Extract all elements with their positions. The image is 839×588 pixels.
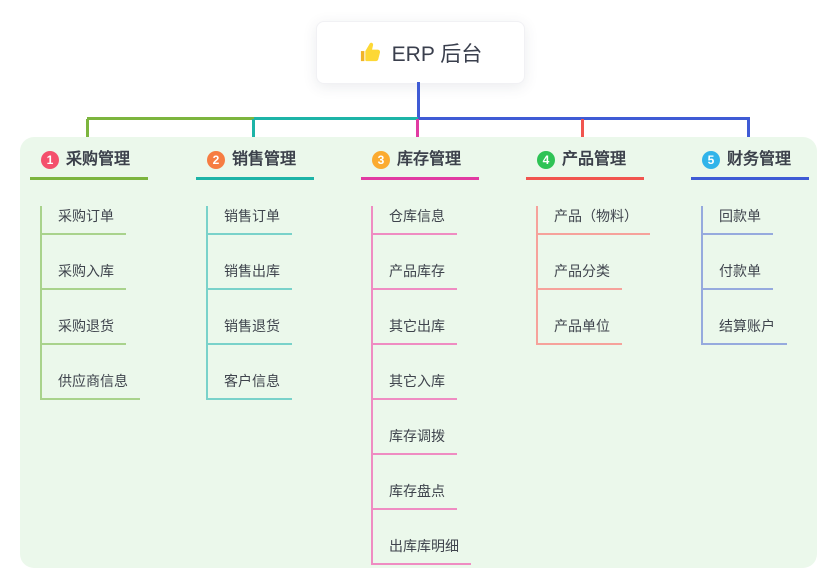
child-label: 客户信息 <box>208 371 292 400</box>
branch-column-product: 4 产品管理 产品（物料） 产品分类 产品单位 <box>526 148 650 345</box>
connector-horizontal-2 <box>254 117 418 120</box>
branch-children: 回款单 付款单 结算账户 <box>701 206 809 345</box>
child-node[interactable]: 库存盘点 <box>373 481 479 510</box>
connector-root-stem <box>417 82 420 117</box>
branch-badge-4: 4 <box>537 151 555 169</box>
branch-children: 仓库信息 产品库存 其它出库 其它入库 库存调拨 库存盘点 出库库明细 <box>371 206 479 565</box>
connector-horizontal-1 <box>87 117 254 120</box>
child-node[interactable]: 采购订单 <box>42 206 148 235</box>
branch-node-product[interactable]: 4 产品管理 <box>526 148 644 180</box>
child-label: 其它入库 <box>373 371 457 400</box>
branch-badge-3: 3 <box>372 151 390 169</box>
child-node[interactable]: 其它入库 <box>373 371 479 400</box>
branch-children: 产品（物料） 产品分类 产品单位 <box>536 206 650 345</box>
branch-label: 库存管理 <box>397 151 462 168</box>
child-node[interactable]: 产品库存 <box>373 261 479 290</box>
child-label: 销售出库 <box>208 261 292 290</box>
branch-node-finance[interactable]: 5 财务管理 <box>691 148 809 180</box>
branch-badge-5: 5 <box>702 151 720 169</box>
root-label: ERP 后台 <box>391 42 483 66</box>
thumbs-up-icon <box>359 41 382 64</box>
child-node[interactable]: 结算账户 <box>703 316 809 345</box>
child-node[interactable]: 客户信息 <box>208 371 314 400</box>
child-node[interactable]: 仓库信息 <box>373 206 479 235</box>
branch-column-sales: 2 销售管理 销售订单 销售出库 销售退货 客户信息 <box>196 148 314 400</box>
child-label: 库存调拨 <box>373 426 457 455</box>
child-label: 库存盘点 <box>373 481 457 510</box>
child-node[interactable]: 付款单 <box>703 261 809 290</box>
branch-label: 销售管理 <box>232 151 297 168</box>
connector-drop-5 <box>747 119 750 150</box>
child-node[interactable]: 销售退货 <box>208 316 314 345</box>
child-node[interactable]: 产品分类 <box>538 261 644 290</box>
child-label: 回款单 <box>703 206 773 235</box>
child-node[interactable]: 回款单 <box>703 206 809 235</box>
connector-drop-3 <box>416 119 419 150</box>
branch-children: 销售订单 销售出库 销售退货 客户信息 <box>206 206 314 400</box>
branch-label: 财务管理 <box>727 151 792 168</box>
child-label: 产品分类 <box>538 261 622 290</box>
child-node[interactable]: 出库库明细 <box>373 536 479 565</box>
branch-column-finance: 5 财务管理 回款单 付款单 结算账户 <box>691 148 809 345</box>
child-node[interactable]: 采购退货 <box>42 316 148 345</box>
child-label: 采购入库 <box>42 261 126 290</box>
branch-label: 产品管理 <box>562 151 627 168</box>
child-label: 供应商信息 <box>42 371 140 400</box>
child-label: 出库库明细 <box>373 536 471 565</box>
branch-badge-2: 2 <box>207 151 225 169</box>
child-node[interactable]: 销售订单 <box>208 206 314 235</box>
child-node[interactable]: 供应商信息 <box>42 371 148 400</box>
child-node[interactable]: 产品单位 <box>538 316 644 345</box>
child-node[interactable]: 销售出库 <box>208 261 314 290</box>
child-node[interactable]: 产品（物料） <box>538 206 650 235</box>
branch-label: 采购管理 <box>66 151 131 168</box>
child-label: 结算账户 <box>703 316 787 345</box>
connector-horizontal-3 <box>418 117 750 120</box>
child-label: 销售退货 <box>208 316 292 345</box>
branch-node-inventory[interactable]: 3 库存管理 <box>361 148 479 180</box>
child-label: 产品库存 <box>373 261 457 290</box>
child-node[interactable]: 库存调拨 <box>373 426 479 455</box>
child-label: 采购订单 <box>42 206 126 235</box>
connector-drop-2 <box>252 119 255 150</box>
connector-drop-4 <box>581 119 584 150</box>
child-label: 产品（物料） <box>538 206 650 235</box>
branches-panel <box>20 137 817 568</box>
branch-column-inventory: 3 库存管理 仓库信息 产品库存 其它出库 其它入库 库存调拨 库存盘点 出库库… <box>361 148 479 565</box>
child-label: 其它出库 <box>373 316 457 345</box>
child-label: 产品单位 <box>538 316 622 345</box>
branch-node-purchase[interactable]: 1 采购管理 <box>30 148 148 180</box>
child-label: 采购退货 <box>42 316 126 345</box>
branch-column-purchase: 1 采购管理 采购订单 采购入库 采购退货 供应商信息 <box>30 148 148 400</box>
root-node-erp[interactable]: ERP 后台 <box>316 21 525 84</box>
child-label: 付款单 <box>703 261 773 290</box>
connector-drop-1 <box>86 119 89 150</box>
branch-node-sales[interactable]: 2 销售管理 <box>196 148 314 180</box>
child-label: 销售订单 <box>208 206 292 235</box>
branch-badge-1: 1 <box>41 151 59 169</box>
child-label: 仓库信息 <box>373 206 457 235</box>
child-node[interactable]: 采购入库 <box>42 261 148 290</box>
child-node[interactable]: 其它出库 <box>373 316 479 345</box>
branch-children: 采购订单 采购入库 采购退货 供应商信息 <box>40 206 148 400</box>
